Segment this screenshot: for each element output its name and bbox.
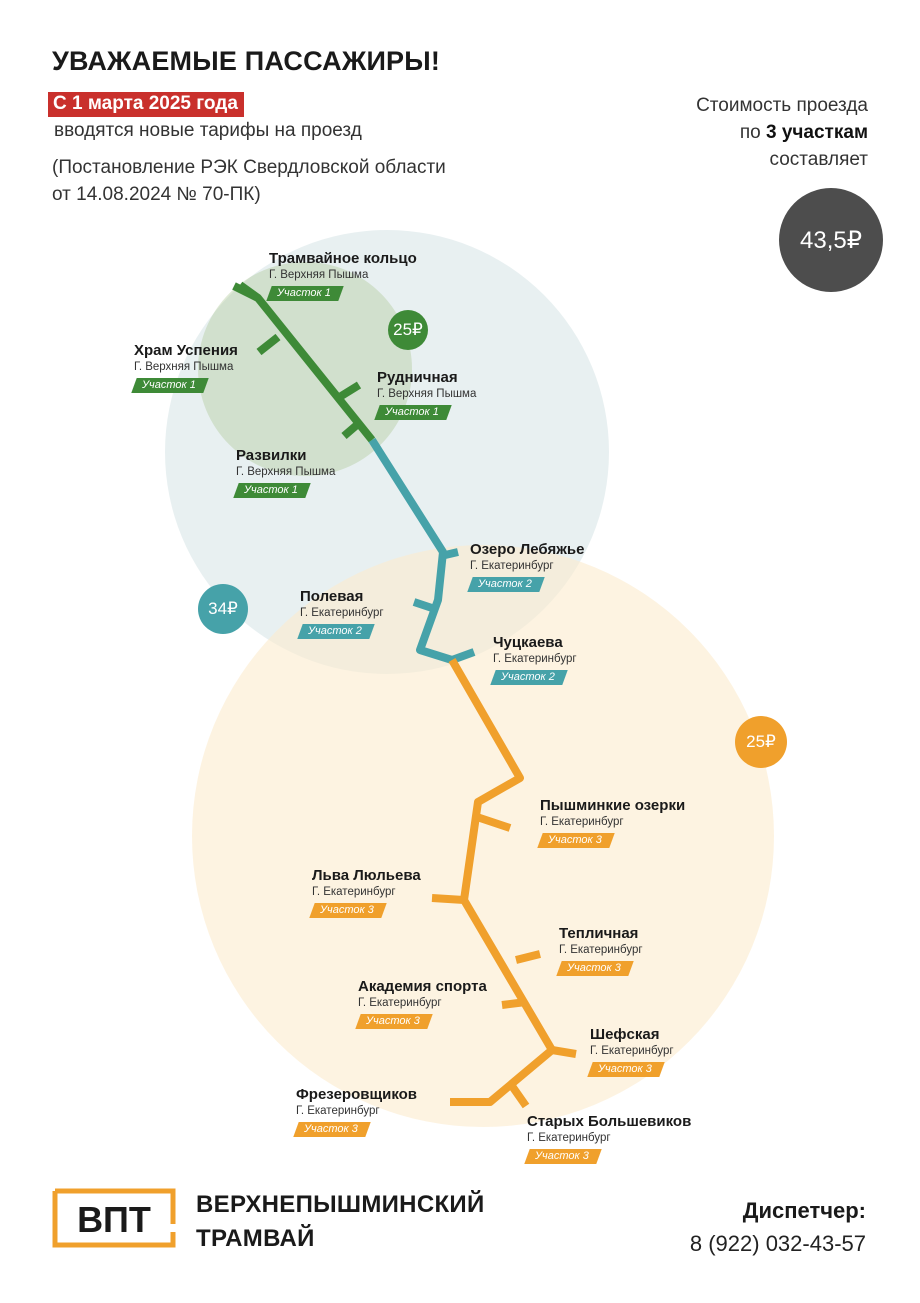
station-name: Шефская: [590, 1026, 660, 1043]
station-name: Развилки: [236, 447, 307, 464]
zone-3-price-badge: 25₽: [735, 716, 787, 768]
station-chutskaeva: Чуцкаева Г. Екатеринбург Участок 2: [490, 634, 577, 685]
station-city: Г. Екатеринбург: [300, 607, 384, 619]
brand-line-2: ТРАМВАЙ: [196, 1225, 315, 1252]
station-name: Старых Большевиков: [527, 1113, 692, 1130]
station-section-tag: Участок 3: [524, 1149, 602, 1164]
tick-hram: [256, 333, 281, 356]
station-ozero-lebyazhye: Озеро Лебяжье Г. Екатеринбург Участок 2: [467, 541, 585, 592]
station-name: Чуцкаева: [493, 634, 563, 651]
station-name: Озеро Лебяжье: [470, 541, 585, 558]
intro-text: вводятся новые тарифы на проезд: [54, 120, 362, 141]
price-line-3: составляет: [769, 149, 868, 170]
station-pyshminskie-ozerki: Пышминкие озерки Г. Екатеринбург Участок…: [537, 797, 686, 848]
station-city: Г. Верхняя Пышма: [377, 388, 477, 400]
tick-rudnichnaya: [335, 381, 362, 402]
station-teplichnaya: Тепличная Г. Екатеринбург Участок 3: [556, 925, 643, 976]
station-section-tag: Участок 3: [537, 833, 615, 848]
station-city: Г. Екатеринбург: [296, 1105, 380, 1117]
station-city: Г. Верхняя Пышма: [269, 269, 369, 281]
station-city: Г. Екатеринбург: [540, 816, 624, 828]
station-section-tag: Участок 3: [355, 1014, 433, 1029]
dispatcher-phone: 8 (922) 032-43-57: [689, 1231, 866, 1256]
station-city: Г. Екатеринбург: [493, 653, 577, 665]
station-name: Льва Люльева: [312, 867, 421, 884]
tick-tram-ring: [237, 281, 261, 302]
date-badge: С 1 марта 2025 года: [48, 92, 244, 117]
brand-line-1: ВЕРХНЕПЫШМИНСКИЙ: [196, 1191, 485, 1218]
tick-teplichnaya: [515, 950, 541, 964]
tick-ozero: [440, 548, 459, 560]
station-city: Г. Екатеринбург: [470, 560, 554, 572]
station-section-tag: Участок 3: [309, 903, 387, 918]
station-polevaya: Полевая Г. Екатеринбург Участок 2: [297, 588, 384, 639]
station-akademiya-sporta: Академия спорта Г. Екатеринбург Участок …: [355, 978, 487, 1029]
zone-3-circle: [192, 545, 774, 1127]
station-city: Г. Екатеринбург: [590, 1045, 674, 1057]
zone-1-price-badge: 25₽: [388, 310, 428, 350]
tick-starye: [508, 1083, 530, 1109]
station-section-tag: Участок 1: [374, 405, 452, 420]
tick-pyshminskie: [475, 813, 512, 832]
tick-shefskaya: [551, 1046, 577, 1058]
price-line-2-prefix: по: [739, 122, 766, 143]
station-rudnichnaya: Рудничная Г. Верхняя Пышма Участок 1: [374, 369, 477, 420]
station-section-tag: Участок 2: [467, 577, 545, 592]
decree-line-1: (Постановление РЭК Свердловской области: [52, 157, 446, 178]
station-staryh-bolshevikov: Старых Большевиков Г. Екатеринбург Участ…: [524, 1113, 692, 1164]
tick-polevaya: [412, 598, 434, 612]
station-section-tag: Участок 3: [587, 1062, 665, 1077]
station-section-tag: Участок 3: [556, 961, 634, 976]
station-city: Г. Верхняя Пышма: [236, 466, 336, 478]
station-section-tag: Участок 3: [293, 1122, 371, 1137]
page-title: УВАЖАЕМЫЕ ПАССАЖИРЫ!: [52, 46, 441, 76]
station-city: Г. Екатеринбург: [312, 886, 396, 898]
station-section-tag: Участок 1: [266, 286, 344, 301]
vpt-logo: ВПТ: [52, 1188, 176, 1248]
station-name: Полевая: [300, 588, 364, 605]
price-line-1: Стоимость проезда: [696, 95, 868, 116]
station-name: Храм Успения: [134, 342, 238, 359]
station-city: Г. Верхняя Пышма: [134, 361, 234, 373]
tick-razvilki: [341, 420, 361, 440]
brand-name: ВЕРХНЕПЫШМИНСКИЙ ТРАМВАЙ: [196, 1188, 485, 1256]
station-frezerovshchikov: Фрезеровщиков Г. Екатеринбург Участок 3: [293, 1086, 418, 1137]
station-section-tag: Участок 1: [131, 378, 209, 393]
decree-text: (Постановление РЭК Свердловской области …: [52, 154, 446, 208]
logo-frame: [52, 1188, 176, 1248]
station-name: Фрезеровщиков: [296, 1086, 418, 1103]
station-name: Тепличная: [559, 925, 639, 942]
route-section-2: [368, 437, 454, 664]
station-name: Академия спорта: [358, 978, 487, 995]
logo-text: ВПТ: [77, 1199, 151, 1240]
dispatcher-label: Диспетчер:: [742, 1198, 866, 1223]
station-lva-lyuleva: Льва Люльева Г. Екатеринбург Участок 3: [309, 867, 421, 918]
station-hram-uspeniya: Храм Успения Г. Верхняя Пышма Участок 1: [131, 342, 238, 393]
station-shefskaya: Шефская Г. Екатеринбург Участок 3: [587, 1026, 674, 1077]
price-info: Стоимость проезда по 3 участкам составля…: [696, 92, 868, 173]
station-section-tag: Участок 2: [297, 624, 375, 639]
station-section-tag: Участок 2: [490, 670, 568, 685]
station-city: Г. Екатеринбург: [358, 997, 442, 1009]
station-name: Пышминкие озерки: [540, 797, 686, 814]
tick-lva-lyuleva: [431, 894, 465, 904]
route-section-3: [448, 658, 556, 1106]
station-name: Трамвайное кольцо: [269, 250, 417, 267]
station-tram-ring: Трамвайное кольцо Г. Верхняя Пышма Участ…: [266, 250, 417, 301]
price-line-2-bold: 3 участкам: [765, 122, 868, 143]
station-section-tag: Участок 1: [233, 483, 311, 498]
zone-2-price-badge: 34₽: [198, 584, 248, 634]
route-section-1: [232, 282, 376, 443]
station-name: Рудничная: [377, 369, 458, 386]
decree-line-2: от 14.08.2024 № 70-ПК): [52, 184, 261, 205]
station-city: Г. Екатеринбург: [527, 1132, 611, 1144]
tick-akademiya: [501, 998, 527, 1009]
station-razvilki: Развилки Г. Верхняя Пышма Участок 1: [233, 447, 336, 498]
station-city: Г. Екатеринбург: [559, 944, 643, 956]
price-line-2: по 3 участкам: [696, 119, 868, 146]
total-price-badge: 43,5₽: [779, 188, 883, 292]
